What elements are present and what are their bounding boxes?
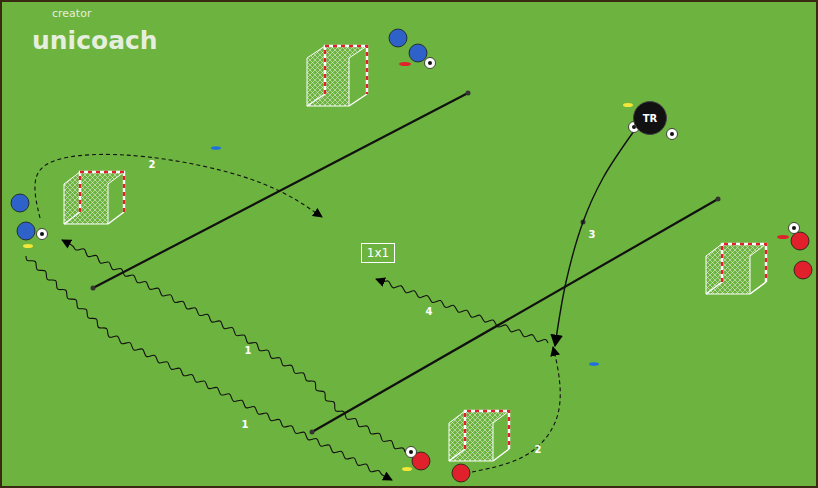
callout-number: 2 — [149, 159, 156, 170]
goal-posts — [722, 244, 766, 282]
goal-posts-red — [325, 46, 367, 94]
callout-number: 2 — [535, 444, 542, 455]
goals — [64, 46, 766, 461]
goal-posts-red — [722, 244, 766, 282]
player — [409, 44, 427, 62]
callout-number: 1 — [245, 345, 252, 356]
callout-number: 4 — [426, 306, 433, 317]
small-goal — [64, 172, 124, 224]
cone — [589, 362, 599, 366]
ball-body — [406, 447, 417, 458]
goal-net — [307, 46, 367, 106]
player — [452, 464, 470, 482]
goal-net — [64, 172, 124, 224]
cone — [211, 146, 221, 150]
player — [389, 29, 407, 47]
exercise-label: 1x1 — [367, 246, 389, 260]
run-path — [472, 347, 560, 472]
dot — [466, 91, 471, 96]
line-dots — [91, 91, 721, 435]
ball — [37, 229, 48, 240]
dot — [716, 197, 721, 202]
player — [794, 261, 812, 279]
callout-number: 3 — [589, 229, 596, 240]
ball-body — [789, 223, 800, 234]
small-goal — [706, 244, 766, 294]
ball — [667, 129, 678, 140]
ball-patch — [409, 450, 413, 454]
coach-label: TR — [643, 113, 658, 124]
boundary-line — [93, 93, 468, 288]
exercise-box: 1x1 — [361, 243, 395, 263]
goal-net — [449, 411, 509, 461]
movement-paths — [26, 131, 634, 480]
player — [17, 222, 35, 240]
ball-patch — [670, 132, 674, 136]
ball — [425, 58, 436, 69]
goal-frame — [64, 212, 124, 224]
boundary-line — [312, 199, 718, 432]
goal-frame — [706, 282, 766, 294]
ball — [789, 223, 800, 234]
player — [791, 232, 809, 250]
goal-posts — [80, 172, 124, 212]
players — [11, 29, 812, 482]
dribble-path — [376, 279, 548, 343]
dribble-path — [62, 240, 405, 452]
small-goal — [449, 411, 509, 461]
goal-frame — [307, 94, 367, 106]
cone — [399, 62, 411, 66]
small-goal — [307, 46, 367, 106]
goal-posts — [325, 46, 367, 94]
cones — [23, 62, 789, 471]
ball-body — [667, 129, 678, 140]
cone — [402, 467, 412, 471]
pass-path — [555, 131, 634, 346]
cone — [23, 244, 33, 248]
dot — [310, 430, 315, 435]
goal-posts-red — [80, 172, 124, 212]
ball-patch — [40, 232, 44, 236]
ball-patch — [792, 226, 796, 230]
boundary-lines — [93, 93, 718, 432]
ball-body — [37, 229, 48, 240]
goal-posts — [465, 411, 509, 449]
player — [11, 194, 29, 212]
cone — [623, 103, 633, 107]
goal-frame — [449, 449, 509, 461]
ball — [406, 447, 417, 458]
watermark: creator — [52, 7, 91, 20]
dot — [91, 286, 96, 291]
run-path — [35, 154, 322, 218]
goal-posts-red — [465, 411, 509, 449]
ball-body — [425, 58, 436, 69]
ball-patch — [428, 61, 432, 65]
dribble-path — [26, 256, 392, 480]
callout-number: 1 — [242, 419, 249, 430]
goal-net — [706, 244, 766, 294]
coach-marker: TR — [633, 101, 667, 135]
cone — [777, 235, 789, 239]
watermark: unicoach — [32, 26, 158, 55]
